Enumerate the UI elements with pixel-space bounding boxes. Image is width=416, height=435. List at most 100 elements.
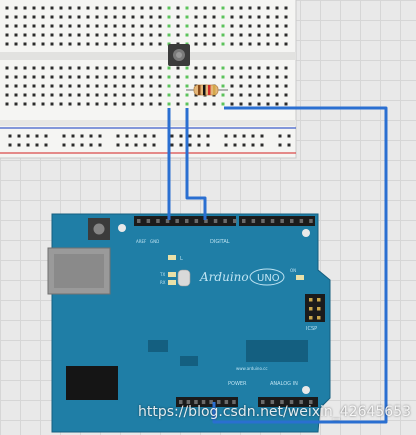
breadboard-hole (44, 134, 48, 138)
icsp-pins (309, 298, 321, 320)
breadboard-hole (248, 42, 252, 46)
resistor[interactable] (186, 84, 228, 96)
breadboard-hole (131, 75, 135, 79)
breadboard-hole (176, 24, 180, 28)
breadboard-hole (197, 143, 201, 147)
breadboard-hole (98, 143, 102, 147)
breadboard-hole (239, 6, 243, 10)
breadboard-hole (62, 143, 66, 147)
breadboard-hole (50, 33, 54, 37)
breadboard-hole (50, 84, 54, 88)
breadboard-hole (167, 102, 171, 106)
breadboard-hole (194, 42, 198, 46)
breadboard-hole (194, 15, 198, 19)
breadboard-hole (230, 75, 234, 79)
push-button[interactable] (168, 44, 190, 66)
breadboard-hole (176, 102, 180, 106)
breadboard-hole (131, 42, 135, 46)
breadboard-hole (251, 143, 255, 147)
breadboard[interactable] (0, 0, 297, 159)
breadboard-hole (230, 42, 234, 46)
breadboard-hole (266, 42, 270, 46)
breadboard-hole (95, 6, 99, 10)
wires[interactable] (167, 106, 388, 424)
digital-label: DIGITAL (210, 239, 230, 245)
breadboard-hole (95, 84, 99, 88)
icsp-pin (317, 307, 321, 311)
breadboard-hole (257, 15, 261, 19)
breadboard-hole (104, 102, 108, 106)
breadboard-hole (239, 102, 243, 106)
breadboard-hole (275, 75, 279, 79)
board-brand: Arduino (199, 270, 249, 284)
breadboard-hole (230, 102, 234, 106)
breadboard-hole (113, 42, 117, 46)
watermark: https://blog.csdn.net/weixin_42645653 (138, 404, 412, 420)
breadboard-center-channel (0, 52, 296, 60)
breadboard-hole (140, 15, 144, 19)
breadboard-hole (5, 42, 9, 46)
breadboard-hole (131, 66, 135, 70)
breadboard-hole (167, 75, 171, 79)
header-pin (309, 400, 313, 404)
breadboard-hole (59, 102, 63, 106)
breadboard-hole (194, 33, 198, 37)
wire-digital-input[interactable] (185, 108, 207, 220)
breadboard-hole (167, 84, 171, 88)
wire-5v[interactable] (212, 106, 388, 424)
breadboard-hole (86, 66, 90, 70)
breadboard-hole (167, 15, 171, 19)
breadboard-hole (158, 6, 162, 10)
breadboard-hole (113, 6, 117, 10)
breadboard-hole (104, 15, 108, 19)
breadboard-hole (131, 33, 135, 37)
breadboard-hole (98, 134, 102, 138)
breadboard-hole (266, 66, 270, 70)
breadboard-hole (179, 134, 183, 138)
breadboard-hole (284, 66, 288, 70)
breadboard-hole (59, 24, 63, 28)
led-l (168, 255, 176, 260)
breadboard-hole (221, 42, 225, 46)
breadboard-hole (203, 102, 207, 106)
breadboard-hole (14, 93, 18, 97)
breadboard-hole (158, 66, 162, 70)
breadboard-hole (230, 6, 234, 10)
breadboard-hole (275, 42, 279, 46)
breadboard-hole (104, 33, 108, 37)
breadboard-hole (140, 75, 144, 79)
breadboard-hole (113, 102, 117, 106)
breadboard-hole (41, 33, 45, 37)
breadboard-hole (140, 102, 144, 106)
breadboard-hole (224, 134, 228, 138)
breadboard-hole (95, 75, 99, 79)
breadboard-hole (149, 15, 153, 19)
breadboard-hole (176, 66, 180, 70)
breadboard-hole (17, 143, 21, 147)
header-pin (299, 219, 304, 223)
breadboard-hole (266, 93, 270, 97)
breadboard-hole (185, 102, 189, 106)
breadboard-hole (203, 24, 207, 28)
header-pin (261, 400, 265, 404)
breadboard-hole (41, 75, 45, 79)
breadboard-hole (14, 15, 18, 19)
led-l-label: L (180, 256, 183, 262)
breadboard-hole (50, 24, 54, 28)
led-rx (168, 280, 176, 285)
header-pin (261, 219, 265, 223)
breadboard-hole (23, 66, 27, 70)
breadboard-hole (41, 15, 45, 19)
breadboard-hole (23, 24, 27, 28)
breadboard-hole (32, 66, 36, 70)
arduino-board[interactable]: Arduino UNO DIGITAL POWER ANALOG IN www.… (47, 213, 331, 433)
breadboard-hole (50, 102, 54, 106)
breadboard-hole (125, 143, 129, 147)
breadboard-hole (86, 102, 90, 106)
breadboard-hole (68, 24, 72, 28)
breadboard-hole (71, 134, 75, 138)
breadboard-hole (194, 102, 198, 106)
breadboard-hole (86, 6, 90, 10)
breadboard-hole (212, 102, 216, 106)
